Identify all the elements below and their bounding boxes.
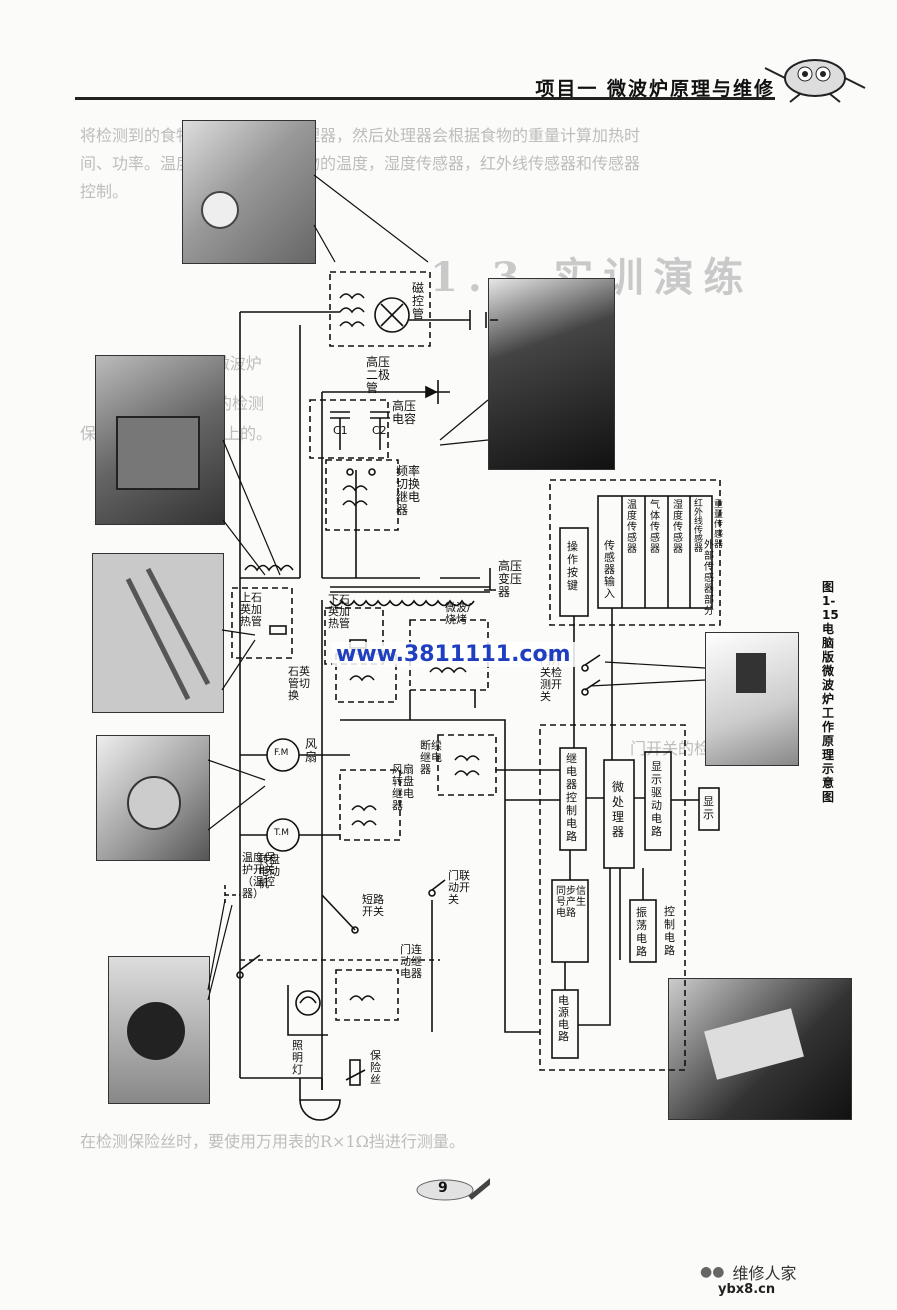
sensor-item: 气体传感器 (650, 500, 660, 555)
lamp-icon (295, 990, 321, 1016)
bleed-text-line: 在检测保险丝时，要使用万用表的R×1Ω挡进行测量。 (80, 1132, 465, 1151)
c1-label: C1 (333, 424, 348, 437)
control-circuit-label: 控制电路 (664, 905, 675, 957)
display-driver-label: 显示驱动电路 (651, 760, 662, 838)
upper-heater-label: 上石英加热管 (240, 591, 262, 628)
hv-cap-label: 高压电容 (392, 399, 417, 426)
door-relay-frame (335, 969, 399, 1021)
display-label: 显示 (703, 795, 714, 821)
fuse-icon (321, 1069, 366, 1090)
c2-label: C2 (372, 424, 387, 437)
relay-control-label: 继电器控制电路 (566, 752, 577, 843)
wechat-icon: ●● (700, 1264, 725, 1280)
sensor-item: 湿度传感器 (673, 500, 683, 555)
page-title: 项目一 微波炉原理与维修 (535, 78, 775, 100)
sync-label: 同步信号产生电路 (556, 886, 586, 919)
fan-relay-frame (339, 769, 401, 841)
short-switch (239, 894, 356, 971)
fan-label: 风扇 (305, 737, 318, 764)
power-circuit-label: 电源电路 (558, 994, 569, 1043)
ground-icon (484, 568, 496, 591)
header-rule (75, 97, 775, 100)
fm-label: F.M (274, 748, 289, 758)
watermark-url: www.3811111.com (332, 642, 575, 667)
page-header: 项目一 微波炉原理与维修 (75, 70, 775, 100)
door-relay-label: 门连动继电器 (400, 943, 422, 980)
door-switch-label: 门联动开关 (448, 869, 470, 906)
quartz-switch-label: 石英管切换 (288, 665, 310, 702)
sensor-section-label: 外部传感器部分 (704, 540, 714, 617)
operation-keys-label: 操作按键 (567, 540, 578, 592)
figure-caption: 图1-15 电脑版微波炉工作原理示意图 (822, 580, 839, 804)
magnetron-photo (182, 120, 316, 264)
magnetron-icon (374, 297, 410, 333)
door-detect-switch (584, 654, 601, 691)
footer-url: ybx8.cn (718, 1282, 776, 1297)
turntable-motor-photo (96, 735, 210, 861)
fan-relay-label: 风扇转盘继电器 (392, 763, 414, 812)
sensor-item: 红外线传感器 (694, 499, 704, 554)
thermostat-photo (108, 956, 210, 1104)
bleed-text-line: 将检测到的食物重量传送到微处理器，然后处理器会根据食物的重量计算加热时 (80, 126, 641, 145)
lamp-label: 照明灯 (292, 1039, 303, 1076)
magnetron-filament-coil (339, 293, 365, 328)
footer-brand: ●● 维修人家 (700, 1260, 796, 1284)
hv-transformer-photo (95, 355, 225, 525)
microwave-grill-label: 微波/烧烤 (445, 601, 471, 626)
magnetron-label: 磁控管 (412, 281, 425, 321)
page-number-ornament-icon (416, 1178, 490, 1201)
hv-diode-label: 高压二极管 (366, 355, 391, 395)
tm-label: T.M (274, 828, 290, 838)
brand-name: 维修人家 (732, 1264, 797, 1283)
power-plug-icon (299, 1099, 341, 1121)
sensor-input-label: 传感器输入 (604, 539, 615, 600)
freq-relay-frame (325, 459, 399, 531)
turntable-motor-label: 转盘电动机 (258, 853, 280, 890)
short-switch-label: 短路开关 (362, 893, 384, 918)
cutoff-relay-label: 断续继电器 (420, 739, 442, 776)
fuse-label: 保险丝 (370, 1049, 381, 1086)
door-switch-photo (705, 632, 799, 766)
oscillator-label: 振荡电路 (636, 906, 647, 958)
sensor-item: 温度传感器 (627, 500, 637, 555)
thermal-switch-label: 温度保护开关（温控器） (242, 851, 275, 900)
bleed-text-line: 控制。 (80, 182, 129, 201)
lower-heater-label: 下石英加热管 (328, 593, 350, 630)
cartoon-mascot-icon (764, 59, 866, 103)
control-board-photo (668, 978, 852, 1120)
quartz-heater-photo (92, 553, 224, 713)
bleed-text-line: 间、功率。温度传感器检测到食物的温度，湿度传感器，红外线传感器和传感器 (80, 154, 641, 173)
sensor-item: 重量传感器 (714, 500, 724, 550)
hv-transformer-label: 高压变压器 (498, 559, 523, 599)
freq-relay-label: 频率切换继电器 (396, 464, 421, 517)
hv-capacitor-photo (488, 278, 615, 470)
page-number: 9 (438, 1180, 448, 1196)
mcu-label: 微处理器 (612, 780, 625, 839)
